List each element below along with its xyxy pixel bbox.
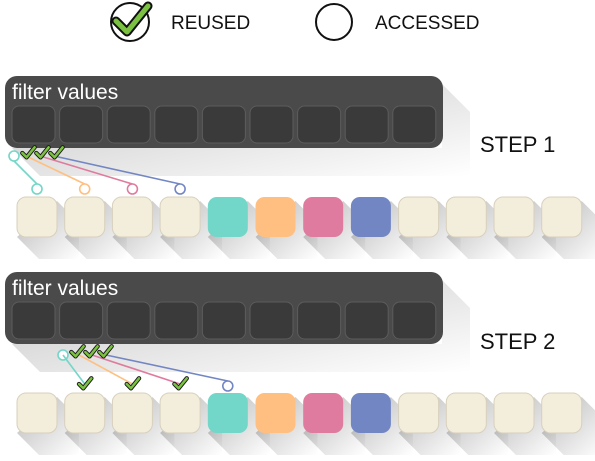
input-cell — [541, 196, 583, 238]
step-label: STEP 2 — [480, 329, 555, 354]
filter-cell — [106, 105, 151, 144]
reused-check-icon — [76, 376, 94, 391]
legend: REUSED ACCESSED — [110, 1, 480, 42]
step-label: STEP 1 — [480, 132, 555, 157]
filter-cell — [154, 105, 199, 144]
accessed-circle-icon — [8, 150, 20, 162]
filter-cell — [201, 105, 246, 144]
connectors — [57, 344, 234, 392]
connector-line — [105, 354, 228, 382]
filter-cell — [201, 301, 246, 340]
input-cell — [445, 392, 487, 434]
input-cell — [255, 197, 296, 237]
input-cell — [493, 392, 535, 434]
input-cell — [207, 393, 248, 433]
input-cell — [398, 196, 440, 238]
filter-cell — [297, 301, 342, 340]
filter-panel-shadow — [12, 280, 470, 372]
filter-cell — [297, 105, 342, 144]
connector-line — [39, 155, 133, 185]
accessed-circle-icon — [126, 183, 139, 195]
accessed-circle-icon — [315, 3, 353, 41]
input-cell — [111, 196, 153, 238]
step-1: filter values STEP 1 — [5, 76, 595, 259]
input-cells — [16, 196, 595, 259]
filter-cells — [11, 105, 437, 144]
filter-cell — [249, 105, 294, 144]
accessed-circle-icon — [222, 380, 234, 392]
filter-cell — [344, 301, 389, 340]
input-cell — [16, 196, 58, 238]
input-cell — [16, 392, 58, 434]
input-cell — [111, 392, 153, 434]
input-cell — [207, 197, 248, 237]
filter-panel-title: filter values — [12, 81, 118, 104]
connector-line — [91, 354, 181, 385]
connector-line — [62, 354, 86, 385]
accessed-circle-icon — [174, 183, 186, 195]
input-cell — [541, 392, 583, 434]
reused-check-icon — [20, 145, 37, 160]
connector-line — [78, 354, 133, 385]
filter-panel-title: filter values — [12, 277, 118, 300]
input-cell — [64, 392, 106, 434]
reused-check-icon — [97, 344, 114, 359]
filter-cell — [11, 301, 56, 340]
reused-check-icon — [172, 376, 189, 391]
accessed-circle-icon — [31, 183, 43, 195]
input-cell — [303, 197, 344, 237]
reused-check-icon — [83, 344, 100, 359]
filter-cell — [392, 105, 437, 144]
connector-line — [25, 155, 86, 185]
input-cell — [350, 197, 391, 237]
filter-cell — [59, 105, 104, 144]
input-cell — [159, 392, 201, 434]
reused-check-icon — [110, 1, 153, 42]
filter-panel-shadow — [12, 84, 470, 176]
reused-check-icon — [124, 376, 142, 391]
input-cell — [159, 196, 201, 238]
reused-check-icon — [48, 145, 65, 160]
filter-cell — [249, 301, 294, 340]
reused-check-icon — [34, 145, 51, 160]
input-cell — [493, 196, 535, 238]
filter-cells — [11, 301, 437, 340]
legend-reused-label: REUSED — [171, 13, 250, 34]
step-2: filter values STEP 2 — [5, 272, 595, 455]
input-cells — [16, 392, 595, 455]
filter-cell — [11, 105, 56, 144]
filter-cell — [106, 301, 151, 340]
input-cell — [255, 393, 296, 433]
filter-cell — [344, 105, 389, 144]
filter-panel: filter values — [5, 272, 470, 372]
accessed-circle-icon — [78, 183, 91, 195]
input-cell — [445, 196, 487, 238]
input-cell — [303, 393, 344, 433]
input-cell — [350, 393, 391, 433]
input-cell — [64, 196, 106, 238]
filter-cell — [59, 301, 104, 340]
reused-check-icon — [69, 344, 86, 359]
filter-cell — [392, 301, 437, 340]
filter-cell — [154, 301, 199, 340]
connector-line — [53, 155, 181, 185]
input-cell — [398, 392, 440, 434]
filter-panel: filter values — [5, 76, 470, 176]
connector-line — [13, 160, 38, 185]
legend-accessed-label: ACCESSED — [375, 13, 480, 34]
connectors — [8, 145, 186, 195]
